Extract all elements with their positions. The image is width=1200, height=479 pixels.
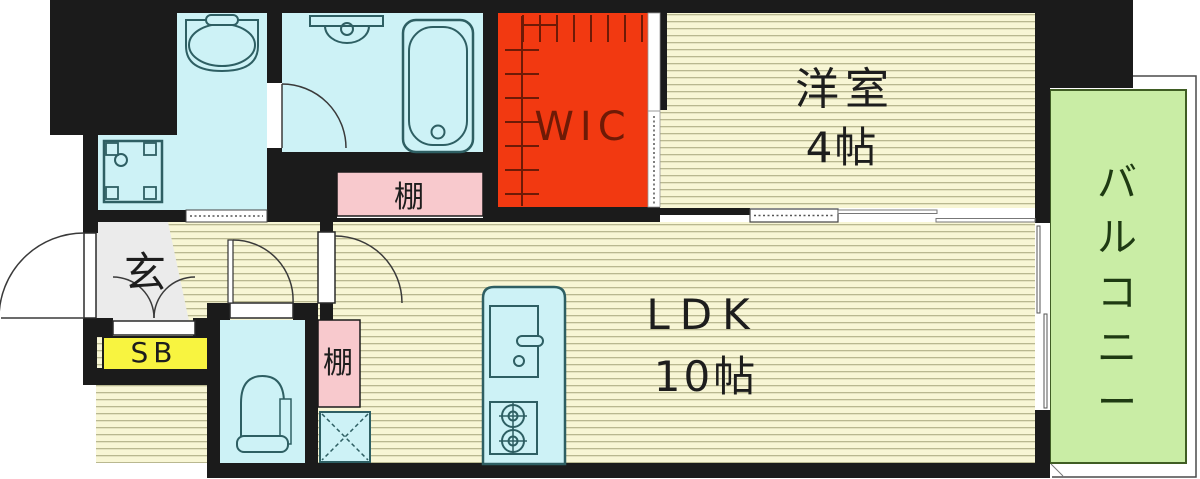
shoebox-doors bbox=[112, 276, 196, 336]
toilet bbox=[236, 374, 292, 453]
ldk-door bbox=[317, 231, 403, 304]
site-boundary-line bbox=[1052, 75, 1197, 478]
shoe-box bbox=[102, 336, 209, 371]
balcony-window bbox=[1035, 223, 1050, 410]
stove-icon bbox=[489, 401, 538, 455]
toilet-door bbox=[227, 239, 294, 319]
balcony-label: バルコニー bbox=[1097, 160, 1137, 426]
shelf-bath-label: 棚 bbox=[394, 180, 424, 215]
bathroom-area bbox=[282, 13, 483, 152]
refrigerator-space bbox=[319, 411, 371, 463]
wall-miter-line bbox=[1050, 463, 1064, 477]
wic-label: WIC bbox=[534, 104, 631, 150]
western-room-label: 洋室 bbox=[795, 64, 895, 115]
entrance-door bbox=[0, 232, 97, 319]
washroom-area bbox=[98, 13, 267, 210]
kitchen-sink-icon bbox=[489, 305, 544, 378]
shoebox-label: SB bbox=[131, 336, 178, 369]
ldk-size: 10帖 bbox=[654, 352, 758, 401]
entrance-label: 玄 bbox=[124, 248, 166, 297]
ldk-label: LDK bbox=[646, 290, 759, 339]
balcony-area bbox=[1049, 89, 1187, 464]
western-room-size: 4帖 bbox=[806, 123, 879, 172]
genkan-area bbox=[96, 222, 189, 321]
shelf-bath bbox=[336, 171, 484, 217]
wash-basin bbox=[185, 14, 259, 73]
bathroom-door bbox=[267, 83, 347, 149]
shelf-hall bbox=[317, 319, 361, 408]
washroom-sliding-door bbox=[185, 209, 268, 223]
shower-counter bbox=[309, 15, 384, 44]
western-room-floor bbox=[660, 13, 1035, 208]
shelf-hall-label: 棚 bbox=[323, 346, 353, 381]
wic-hanger-pipe-icon bbox=[505, 15, 643, 206]
walls-group bbox=[50, 0, 1133, 478]
wic-sliding-door bbox=[647, 12, 661, 208]
kitchen-counter bbox=[481, 285, 567, 466]
washing-machine-pan bbox=[102, 139, 164, 204]
partition-sliding-door bbox=[660, 208, 1036, 223]
bathtub bbox=[401, 18, 475, 154]
